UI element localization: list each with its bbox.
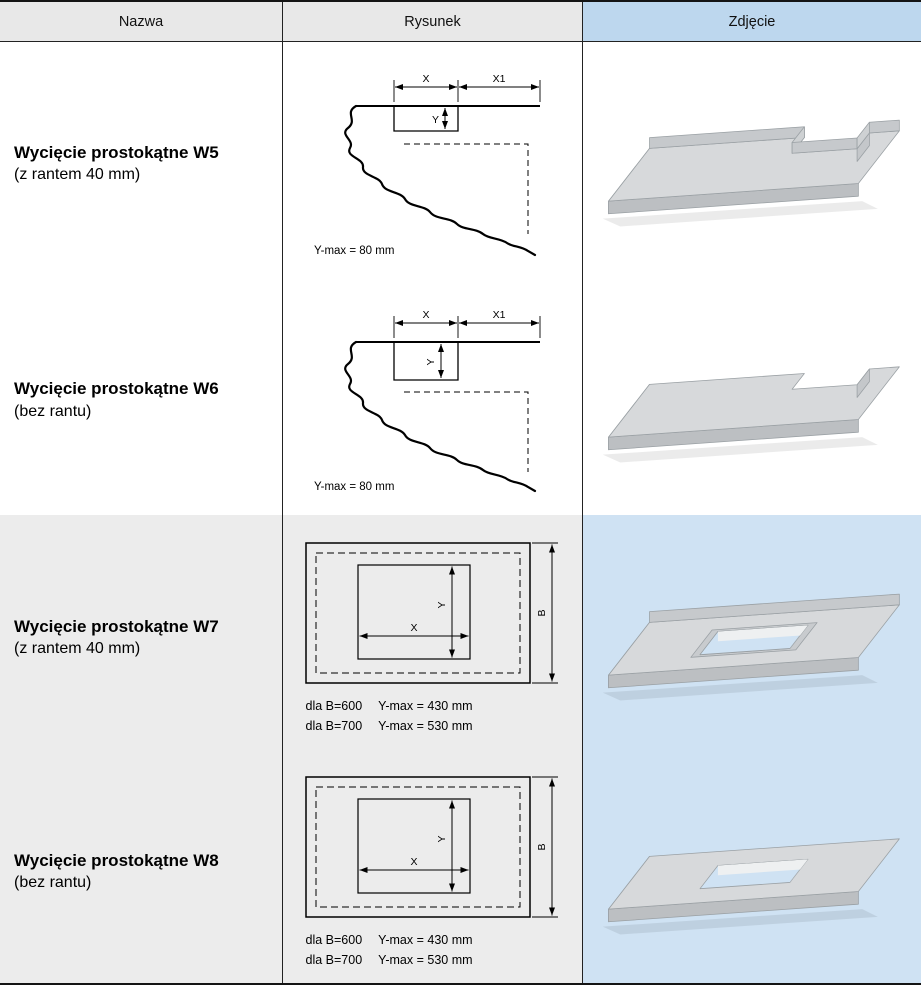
dim-x: X	[394, 309, 457, 326]
dim-label-y: Y	[425, 358, 437, 365]
dim-label-y: Y	[431, 114, 438, 126]
dim-x1: X1	[458, 309, 539, 326]
row-title: Wycięcie prostokątne W8	[14, 850, 219, 870]
note-line: dla B=600 Y-max = 430 mm	[306, 931, 473, 950]
table-row-w8: Wycięcie prostokątne W8 (bez rantu) X Y	[0, 760, 921, 983]
note-value: Y-max = 430 mm	[378, 699, 473, 714]
notch-outline	[392, 342, 459, 381]
note-condition: dla B=700	[305, 718, 363, 733]
note-line: dla B=700 Y-max = 530 mm	[306, 951, 473, 970]
column-header-zdjecie: Zdjęcie	[583, 2, 921, 42]
table-row-w5: Wycięcie prostokątne W5 (z rantem 40 mm)…	[0, 42, 921, 285]
dim-label-y: Y	[436, 836, 448, 843]
ymax-note: Y-max = 80 mm	[314, 481, 394, 493]
extension-lines	[393, 316, 540, 338]
note-condition: dla B=700	[305, 952, 363, 967]
cutout-outline	[356, 564, 471, 660]
table-row-w7: Wycięcie prostokątne W7 (z rantem 40 mm)…	[0, 515, 921, 760]
back-rim-right	[868, 119, 900, 133]
rim-offset-dashed-line	[403, 143, 528, 234]
dim-label-x1: X1	[492, 309, 505, 321]
w5-photo	[602, 119, 900, 226]
note-line: dla B=600 Y-max = 430 mm	[306, 697, 473, 716]
w7-photo	[602, 593, 900, 700]
dim-y: Y	[436, 566, 455, 658]
w8-photo	[602, 837, 900, 934]
row-subtitle: (z rantem 40 mm)	[14, 166, 141, 184]
photo-cell-w7	[583, 515, 921, 760]
dim-y: Y	[425, 344, 444, 378]
name-cell-w7: Wycięcie prostokątne W7 (z rantem 40 mm)	[0, 515, 283, 760]
row-subtitle: (z rantem 40 mm)	[14, 640, 141, 658]
note-value: Y-max = 430 mm	[378, 933, 473, 948]
cut-dashed-outline	[315, 786, 520, 908]
row-subtitle: (bez rantu)	[14, 402, 92, 420]
column-header-rysunek: Rysunek	[283, 2, 583, 42]
dim-label-b: B	[536, 610, 548, 617]
w6-photo	[602, 366, 900, 463]
worktop-outline	[304, 776, 531, 918]
row-title: Wycięcie prostokątne W7	[14, 616, 219, 636]
shadow	[602, 908, 878, 934]
drawing-cell-w5: X X1 Y Y-max = 80 mm	[283, 42, 583, 285]
row-title: Wycięcie prostokątne W5	[14, 142, 219, 162]
dim-label-x: X	[410, 622, 417, 634]
column-header-nazwa: Nazwa	[0, 2, 283, 42]
rim-dashed-outline	[315, 552, 520, 674]
dim-label-b: B	[536, 844, 548, 851]
note-condition: dla B=600	[305, 933, 363, 948]
dim-b: B	[531, 542, 558, 684]
dim-y: Y	[431, 107, 448, 129]
drawing-notes: dla B=600 Y-max = 430 mm dla B=700 Y-max =…	[302, 931, 473, 970]
note-value: Y-max = 530 mm	[378, 718, 473, 733]
break-line	[343, 340, 536, 493]
worktop-outline	[304, 542, 531, 684]
name-cell-w5: Wycięcie prostokątne W5 (z rantem 40 mm)	[0, 42, 283, 285]
dim-x: X	[394, 73, 457, 90]
name-cell-w8: Wycięcie prostokątne W8 (bez rantu)	[0, 760, 283, 983]
cut-dashed-line	[403, 391, 528, 472]
table-row-w6: Wycięcie prostokątne W6 (bez rantu) X X1	[0, 285, 921, 515]
break-line	[343, 104, 536, 256]
shadow	[602, 674, 878, 700]
w7-technical-drawing: X Y B	[304, 542, 558, 684]
dim-label-y: Y	[436, 602, 448, 609]
ymax-note: Y-max = 80 mm	[314, 245, 394, 257]
extension-lines	[393, 79, 540, 102]
w6-technical-drawing: X X1 Y Y-max = 80 mm	[314, 309, 540, 493]
dim-label-x: X	[410, 856, 417, 868]
notch-outline	[392, 105, 459, 132]
cutout-outline	[356, 798, 471, 894]
drawing-cell-w6: X X1 Y Y-max = 80 mm	[283, 285, 583, 515]
dim-label-x1: X1	[492, 73, 505, 85]
photo-cell-w5	[583, 42, 921, 285]
w8-technical-drawing: X Y B	[304, 776, 558, 918]
drawing-notes: dla B=600 Y-max = 430 mm dla B=700 Y-max =…	[302, 697, 473, 736]
dim-y: Y	[436, 800, 455, 892]
table-header: Nazwa Rysunek Zdjęcie	[0, 2, 921, 42]
photo-cell-w8	[583, 760, 921, 983]
row-subtitle: (bez rantu)	[14, 874, 92, 892]
notch-cut-face	[856, 368, 870, 398]
note-value: Y-max = 530 mm	[378, 952, 473, 967]
dim-label-x: X	[422, 73, 429, 85]
dim-x1: X1	[458, 73, 539, 90]
dim-b: B	[531, 776, 558, 918]
photo-cell-w6	[583, 285, 921, 515]
name-cell-w6: Wycięcie prostokątne W6 (bez rantu)	[0, 285, 283, 515]
note-condition: dla B=600	[305, 699, 363, 714]
dim-label-x: X	[422, 309, 429, 321]
shadow	[602, 200, 878, 226]
row-title: Wycięcie prostokątne W6	[14, 379, 219, 399]
shadow	[602, 437, 878, 463]
note-line: dla B=700 Y-max = 530 mm	[306, 717, 473, 736]
w5-technical-drawing: X X1 Y Y-max = 80 mm	[314, 73, 540, 257]
back-rim	[649, 593, 900, 623]
